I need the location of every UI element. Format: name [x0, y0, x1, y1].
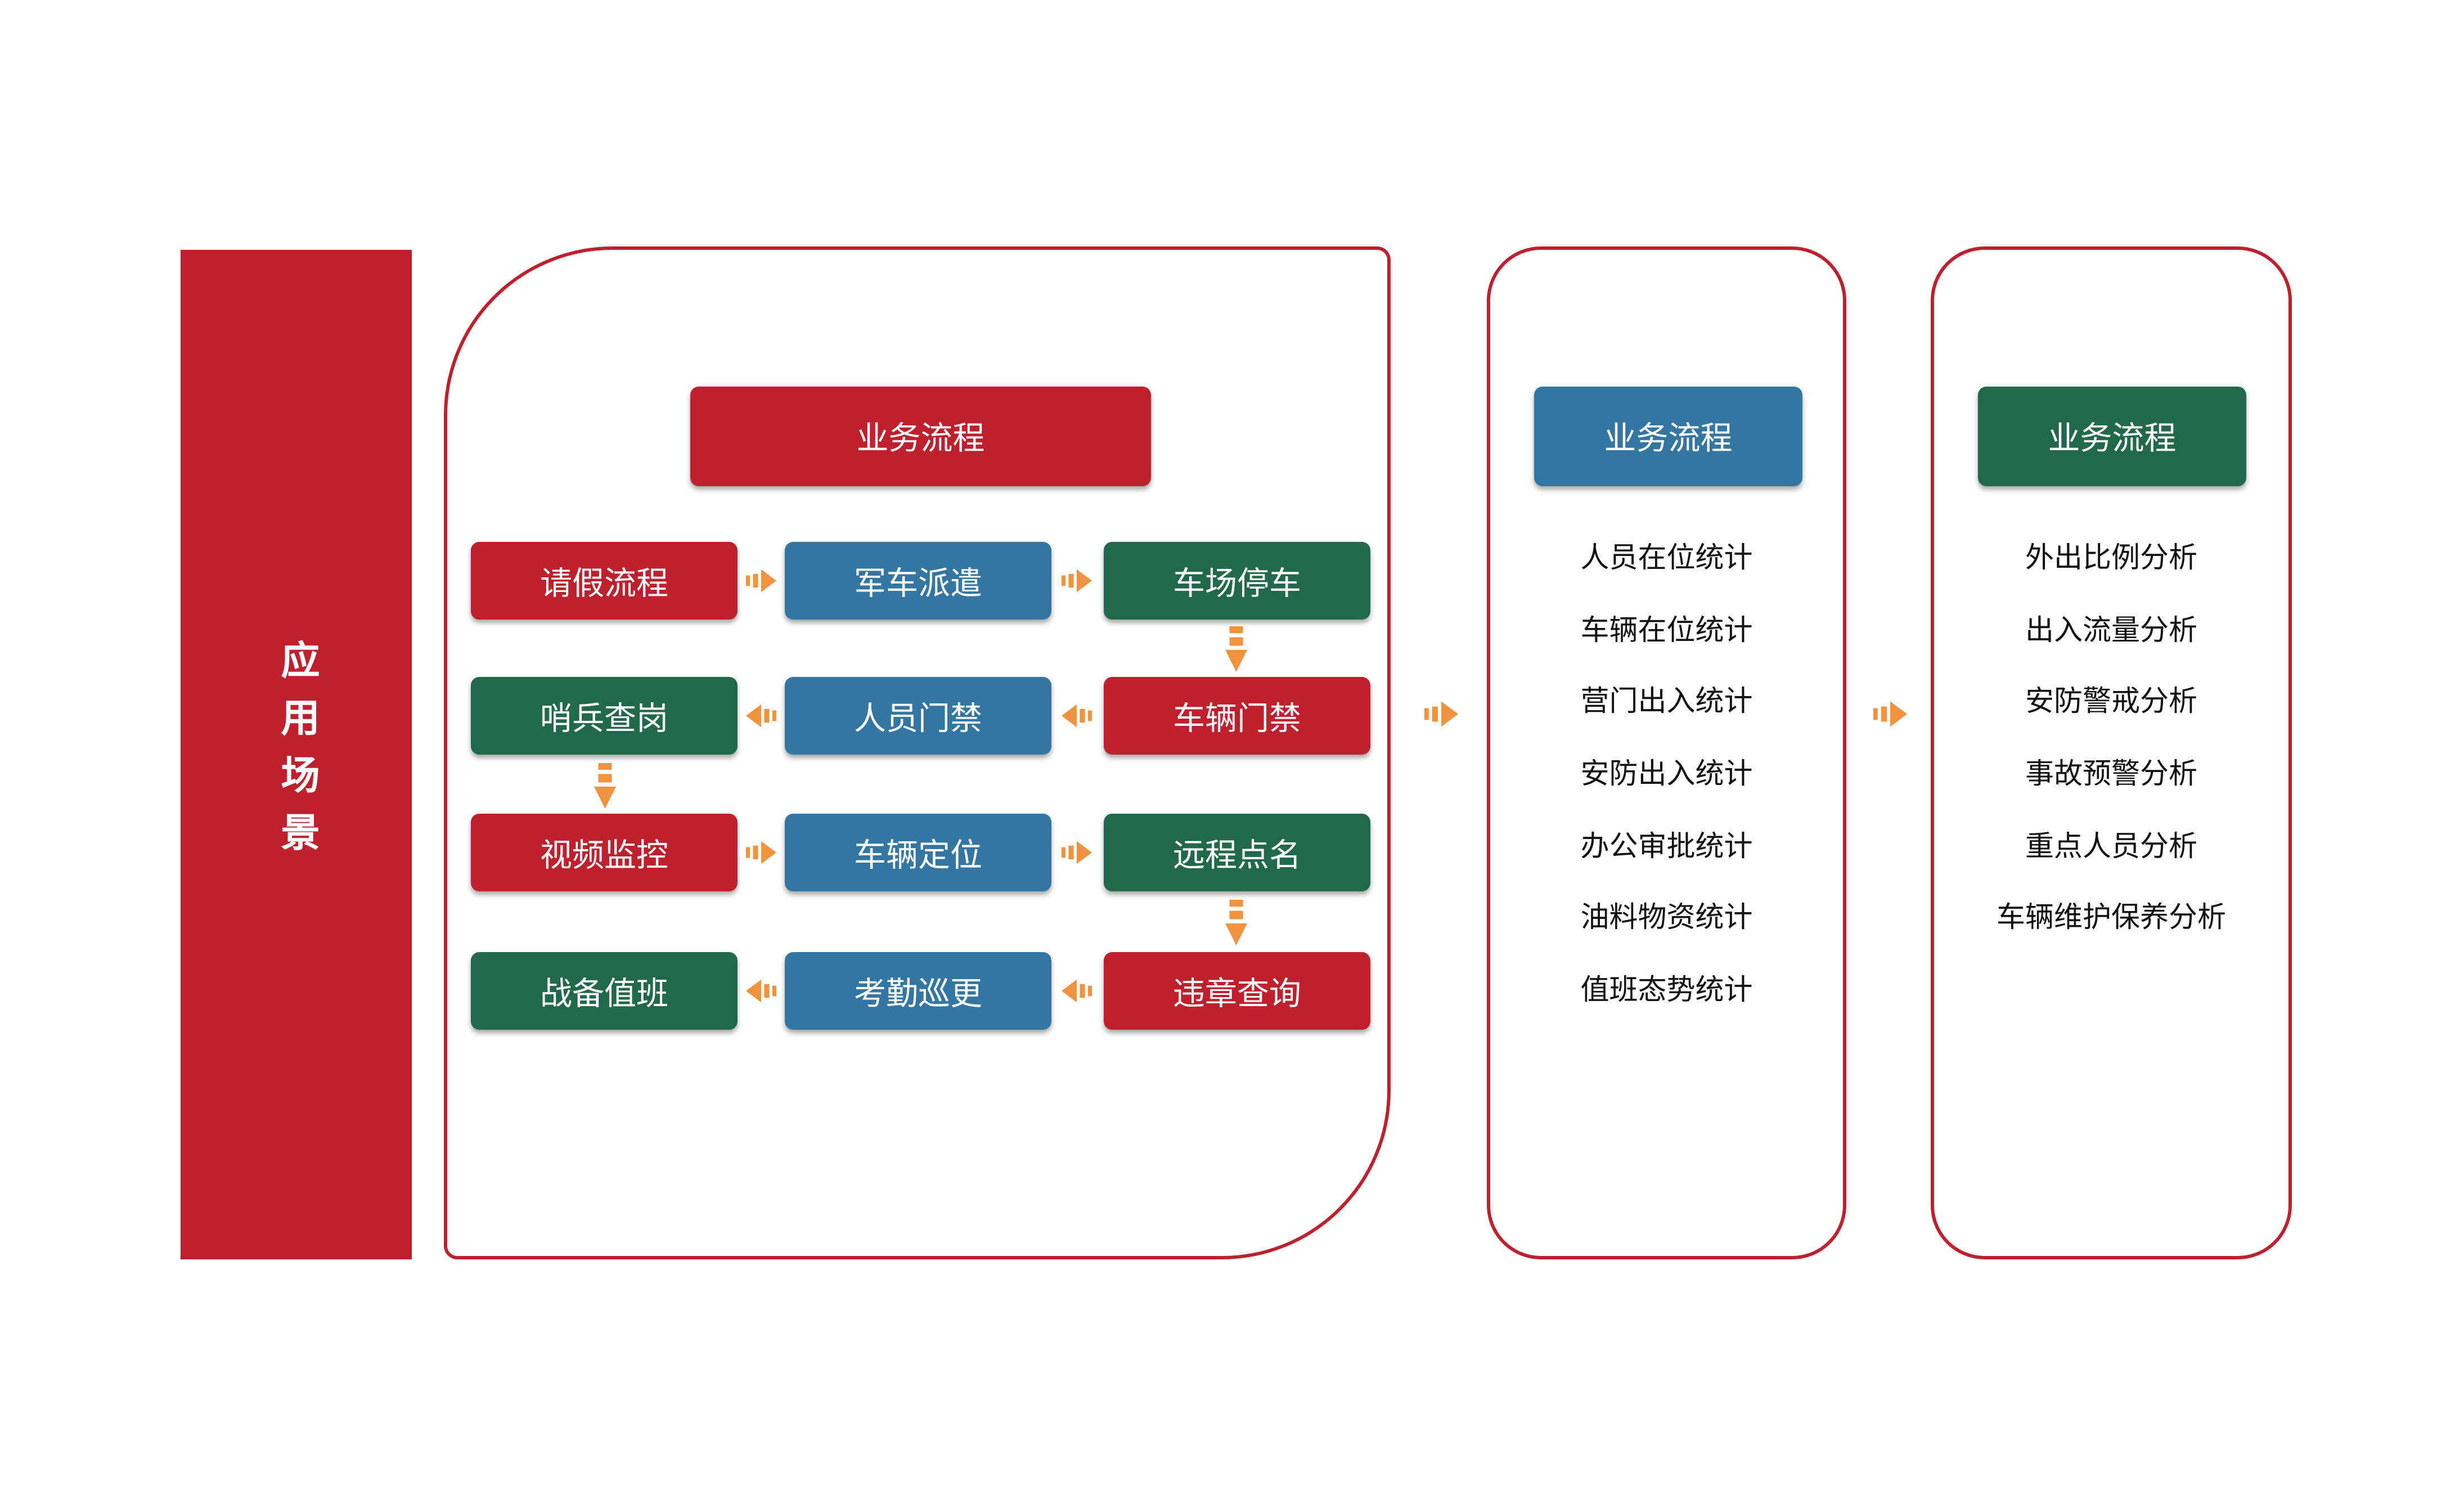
list-item: 值班态势统计 — [1580, 974, 1753, 1007]
stats-header: 业务流程 — [1534, 387, 1802, 486]
flow-box: 人员门禁 — [785, 677, 1051, 755]
analysis-list: 外出比例分析 出入流量分析 安防警戒分析 事故预警分析 重点人员分析 车辆维护保… — [1931, 523, 2292, 955]
flow-box: 考勤巡更 — [785, 952, 1051, 1030]
panel-arrow-right-icon — [1873, 701, 1907, 728]
arrow-left-icon — [1062, 702, 1092, 729]
list-item: 出入流量分析 — [2025, 614, 2197, 647]
flow-box: 远程点名 — [1104, 814, 1370, 891]
list-item: 车辆维护保养分析 — [1997, 902, 2226, 935]
arrow-down-icon — [594, 763, 616, 809]
arrow-left-icon — [1062, 977, 1092, 1004]
arrow-right-icon — [746, 567, 776, 594]
arrow-down-icon — [1225, 900, 1247, 945]
flow-box: 车辆定位 — [785, 814, 1051, 891]
arrow-down-icon — [1225, 626, 1247, 672]
left-banner: 应用场景 — [181, 250, 412, 1259]
arrow-right-icon — [1062, 839, 1092, 866]
list-item: 外出比例分析 — [2025, 542, 2197, 574]
flow-box: 车辆门禁 — [1104, 677, 1370, 755]
flow-box: 视频监控 — [471, 814, 738, 891]
list-item: 营门出入统计 — [1580, 686, 1753, 719]
flow-box: 车场停车 — [1104, 542, 1370, 620]
list-item: 办公审批统计 — [1580, 830, 1753, 863]
analysis-header: 业务流程 — [1978, 387, 2246, 486]
flow-box: 哨兵查岗 — [471, 677, 738, 755]
arrow-right-icon — [1062, 567, 1092, 594]
flow-box: 军车派遣 — [785, 542, 1051, 620]
list-item: 安防出入统计 — [1580, 758, 1753, 791]
list-item: 人员在位统计 — [1580, 542, 1753, 574]
arrow-right-icon — [746, 839, 776, 866]
list-item: 重点人员分析 — [2025, 830, 2197, 863]
flow-box: 请假流程 — [471, 542, 738, 620]
panel-arrow-right-icon — [1424, 701, 1458, 728]
list-item: 事故预警分析 — [2025, 758, 2197, 791]
list-item: 油料物资统计 — [1580, 902, 1753, 935]
left-banner-label: 应用场景 — [275, 640, 319, 869]
list-item: 车辆在位统计 — [1580, 614, 1753, 647]
flow-box: 战备值班 — [471, 952, 738, 1030]
flow-box: 违章查询 — [1104, 952, 1370, 1030]
main-flow-header: 业务流程 — [690, 387, 1151, 486]
arrow-left-icon — [746, 977, 776, 1004]
arrow-left-icon — [746, 702, 776, 729]
list-item: 安防警戒分析 — [2025, 686, 2197, 719]
stats-list: 人员在位统计 车辆在位统计 营门出入统计 安防出入统计 办公审批统计 油料物资统… — [1487, 523, 1846, 1028]
